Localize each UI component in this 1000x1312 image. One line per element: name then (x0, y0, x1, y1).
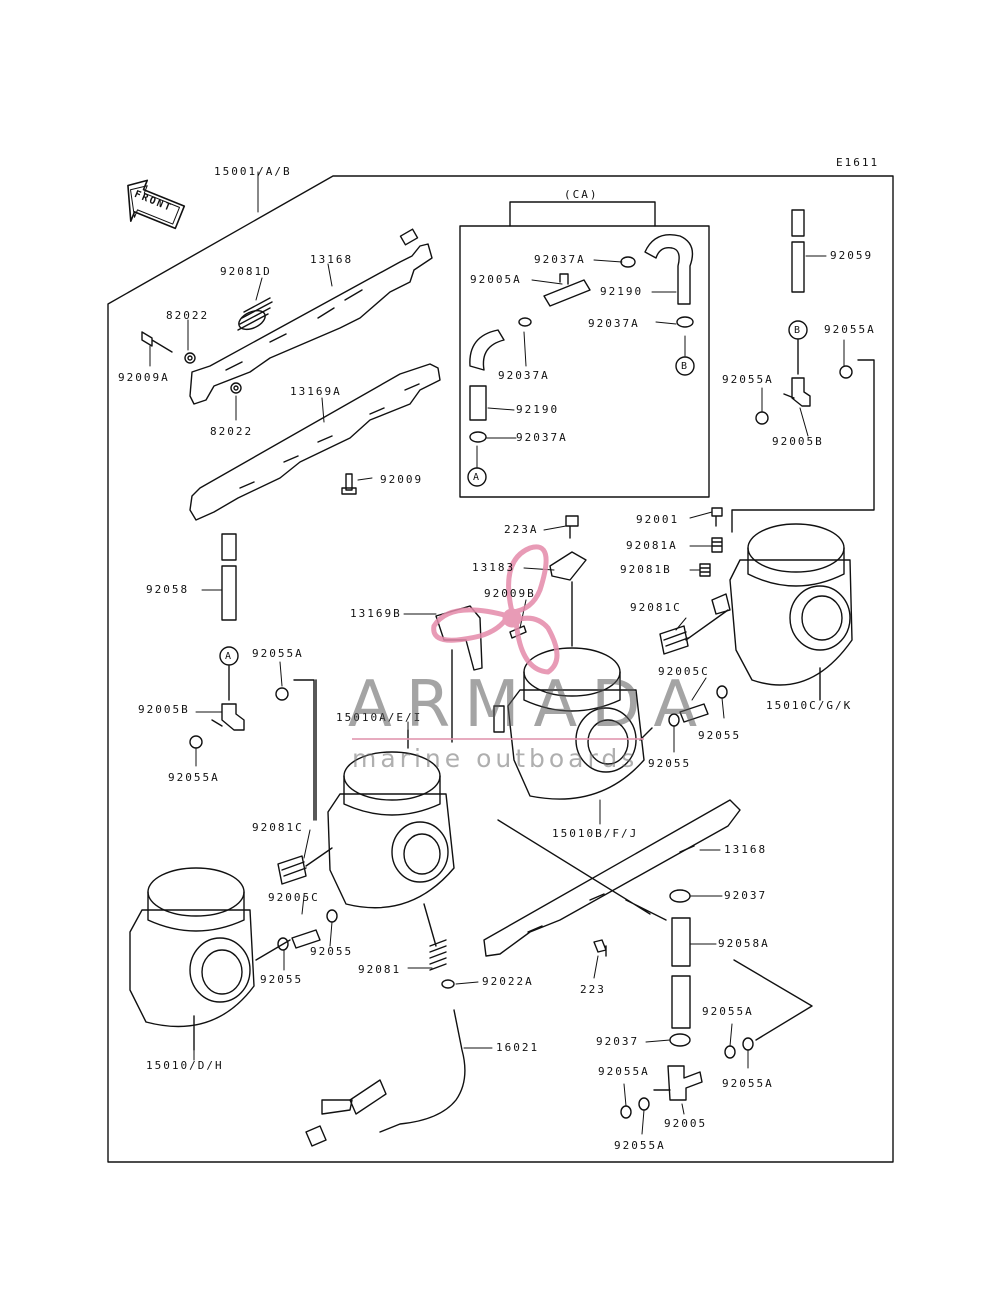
watermark-title: ARMADA (348, 668, 712, 742)
part-label: 13183 (472, 561, 516, 574)
carb-15010b (493, 647, 645, 800)
part-label: 92081D (220, 265, 272, 278)
part-label: 92058 (146, 583, 190, 596)
part-label: 92022A (482, 975, 534, 988)
marker-a: A (473, 472, 480, 483)
part-label: 223 (580, 983, 606, 996)
part-label: 92009A (118, 371, 170, 384)
marker-a: A (225, 651, 232, 662)
part-label: 92190 (600, 285, 644, 298)
link-plate-13169a (189, 363, 441, 521)
hose-92190-top (644, 234, 694, 305)
part-label: 92055 (648, 757, 692, 770)
part-label: 13168 (724, 843, 768, 856)
part-label: 92055A (722, 373, 774, 386)
part-label: 92037A (588, 317, 640, 330)
part-label: 92005B (772, 435, 824, 448)
link-bracket-upper (189, 243, 433, 405)
part-label: 92059 (830, 249, 874, 262)
part-label: 92055A (614, 1139, 666, 1152)
part-label: 92005A (470, 273, 522, 286)
part-label: 82022 (166, 309, 210, 322)
part-label: 92055 (310, 945, 354, 958)
tee-92005b-left (211, 703, 245, 731)
part-label: 15001/A/B (214, 165, 292, 178)
part-label: 92005B (138, 703, 190, 716)
tee-92005a (543, 273, 591, 307)
part-label: 92009 (380, 473, 424, 486)
part-label: 92005 (664, 1117, 708, 1130)
watermark-divider (352, 738, 644, 740)
hose-92190-left (469, 329, 505, 371)
spring-92081d (237, 297, 273, 331)
cable-16021 (305, 1009, 466, 1147)
part-label: 92055 (698, 729, 742, 742)
part-label: 92009B (484, 587, 536, 600)
part-label: 92190 (516, 403, 560, 416)
part-label: 13169B (350, 607, 402, 620)
ca-label: (CA) (564, 188, 599, 201)
part-label: 92037 (724, 889, 768, 902)
part-label: 92055A (722, 1077, 774, 1090)
part-label: 223A (504, 523, 539, 536)
part-label: 92055A (252, 647, 304, 660)
assembly-frame (107, 175, 894, 1163)
part-label: 92055A (168, 771, 220, 784)
part-label: 92081C (630, 601, 682, 614)
part-label: 16021 (496, 1041, 540, 1054)
ca-box (459, 225, 710, 498)
part-label: 92081C (252, 821, 304, 834)
part-label: 15010/D/H (146, 1059, 224, 1072)
marker-b: B (681, 361, 688, 372)
part-label: 15010C/G/K (766, 699, 853, 712)
part-label: 92055 (260, 973, 304, 986)
part-label: 13169A (290, 385, 342, 398)
watermark-logo (431, 544, 560, 675)
front-arrow (127, 179, 186, 230)
carb-15010c (711, 523, 853, 686)
part-label: 92037A (516, 431, 568, 444)
watermark-subtitle: marine outboards (352, 744, 639, 773)
part-label: 92058A (718, 937, 770, 950)
part-label: 92081 (358, 963, 402, 976)
part-label: 92005C (268, 891, 320, 904)
part-label: 92037 (596, 1035, 640, 1048)
part-label: 92055A (702, 1005, 754, 1018)
part-label: 15010B/F/J (552, 827, 639, 840)
part-label: 13168 (310, 253, 354, 266)
part-label: 92055A (824, 323, 876, 336)
part-label: 92037A (534, 253, 586, 266)
link-rod-lower (483, 799, 741, 957)
part-label: 92055A (598, 1065, 650, 1078)
part-label: 92081B (620, 563, 672, 576)
part-label: 92081A (626, 539, 678, 552)
part-label: 92037A (498, 369, 550, 382)
carb-15010a (327, 751, 455, 909)
tee-92005b-right (783, 377, 811, 407)
marker-b: B (794, 325, 801, 336)
part-label: 15010A/E/I (336, 711, 423, 724)
diagram-code: E1611 (836, 156, 880, 169)
part-label: 92005C (658, 665, 710, 678)
carb-15010d (129, 867, 255, 1028)
part-label: 82022 (210, 425, 254, 438)
tee-92005 (653, 1065, 703, 1101)
part-label: 92001 (636, 513, 680, 526)
